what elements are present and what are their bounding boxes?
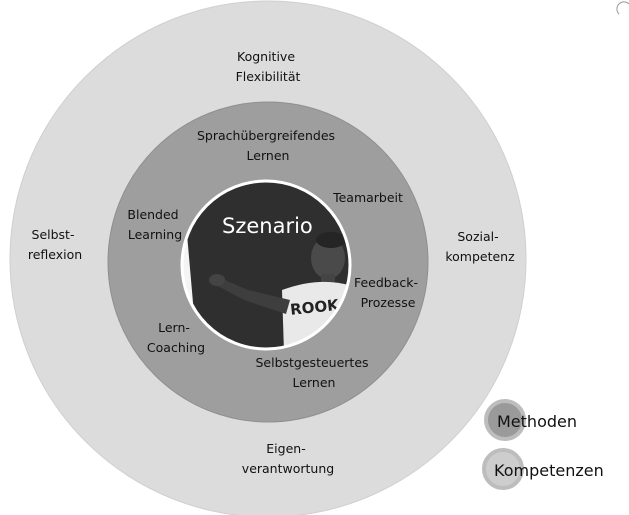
inner-label-selbstgesteuertes-lernen: Selbstgesteuertes Lernen bbox=[255, 355, 372, 390]
outer-label-selbstreflexion: Selbst- reflexion bbox=[28, 227, 82, 262]
outer-label-line: reflexion bbox=[28, 247, 82, 262]
inner-label-line: Teamarbeit bbox=[332, 190, 403, 205]
shirt-lettering: ROOK bbox=[289, 296, 341, 319]
outer-label-sozialkompetenz: Sozial- kompetenz bbox=[445, 229, 515, 264]
outer-label-line: Eigen- bbox=[266, 441, 305, 456]
outer-label-line: Kognitive bbox=[237, 49, 295, 64]
inner-label-line: Feedback- bbox=[354, 275, 418, 290]
inner-label-line: Lernen bbox=[247, 148, 290, 163]
outer-label-line: kompetenz bbox=[445, 249, 515, 264]
center-circle-border bbox=[180, 179, 352, 351]
outer-label-line: Sozial- bbox=[457, 229, 498, 244]
inner-label-line: Learning bbox=[128, 227, 182, 242]
corner-mark bbox=[616, 1, 629, 15]
inner-label-lern-coaching: Lern- Coaching bbox=[147, 320, 205, 355]
inner-label-sprachuebergreifendes-lernen: Sprachübergreifendes Lernen bbox=[197, 128, 339, 163]
scenario-title: Szenario bbox=[222, 214, 313, 238]
legend-methods-swatch bbox=[484, 399, 526, 441]
legend: Methoden Kompetenzen bbox=[482, 399, 604, 490]
inner-label-line: Coaching bbox=[147, 340, 205, 355]
outer-label-line: verantwortung bbox=[242, 461, 334, 476]
outer-label-line: Selbst- bbox=[32, 227, 75, 242]
inner-label-line: Lern- bbox=[158, 320, 190, 335]
inner-label-teamarbeit: Teamarbeit bbox=[332, 190, 403, 205]
inner-label-blended-learning: Blended Learning bbox=[127, 207, 182, 242]
inner-label-line: Blended bbox=[127, 207, 178, 222]
inner-label-line: Prozesse bbox=[361, 295, 416, 310]
inner-label-line: Sprachübergreifendes bbox=[197, 128, 335, 143]
legend-methods-label: Methoden bbox=[497, 412, 577, 431]
inner-label-line: Lernen bbox=[293, 375, 336, 390]
inner-label-feedback-prozesse: Feedback- Prozesse bbox=[354, 275, 422, 310]
legend-competences-swatch bbox=[482, 448, 524, 490]
legend-competences-label: Kompetenzen bbox=[494, 461, 604, 480]
outer-label-line: Flexibilität bbox=[236, 69, 301, 84]
outer-label-kognitive-flexibilitaet: Kognitive Flexibilität bbox=[236, 49, 301, 84]
scenario-photo: ROOK bbox=[182, 181, 350, 349]
outer-label-eigenverantwortung: Eigen- verantwortung bbox=[242, 441, 334, 476]
inner-label-line: Selbstgesteuertes bbox=[255, 355, 368, 370]
